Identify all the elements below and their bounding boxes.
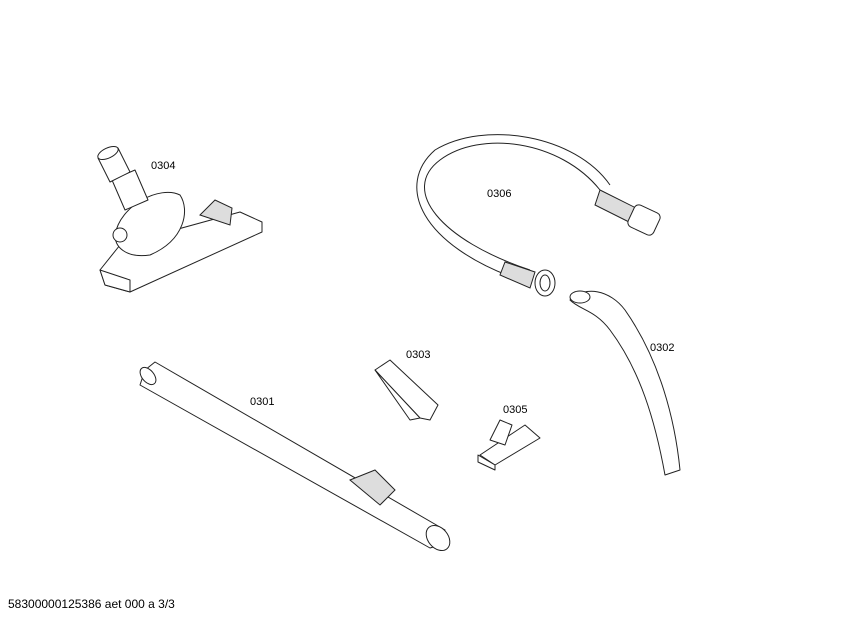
part-handle[interactable] [569, 290, 681, 476]
part-label-0304: 0304 [151, 160, 175, 172]
part-label-0305: 0305 [503, 404, 527, 416]
part-upholstery-tool[interactable] [477, 419, 541, 471]
part-floor-nozzle[interactable] [96, 144, 263, 293]
part-label-0301: 0301 [250, 396, 274, 408]
part-label-0303: 0303 [406, 349, 430, 361]
document-id-footer: 58300000125386 aet 000 a 3/3 [8, 597, 175, 611]
part-tube[interactable] [137, 361, 455, 555]
part-hose[interactable] [416, 134, 662, 297]
part-label-0306: 0306 [487, 188, 511, 200]
part-label-0302: 0302 [650, 342, 674, 354]
part-crevice-tool[interactable] [374, 359, 439, 421]
